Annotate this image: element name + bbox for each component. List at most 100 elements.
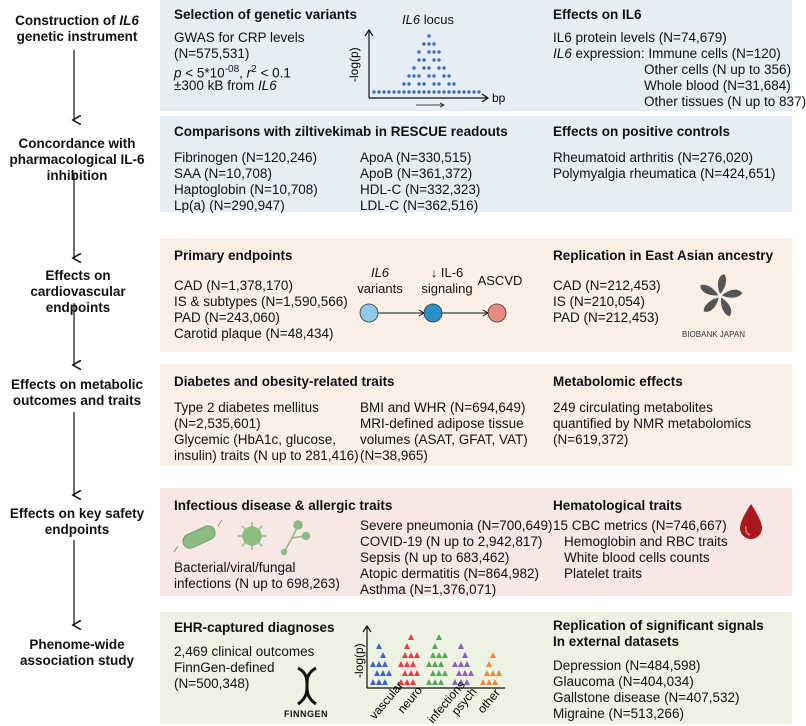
readout-item: LDL-C (N=362,516) bbox=[360, 198, 479, 213]
metabolic-item: insulin) traits (N up to 281,416) bbox=[174, 448, 359, 463]
phewas-triangle bbox=[468, 670, 474, 676]
il6-locus-title: IL6 locus bbox=[402, 12, 455, 27]
replication-item: IS (N=210,054) bbox=[553, 294, 645, 309]
pathway-diagram bbox=[359, 303, 507, 323]
panel-cardiovascular: Primary endpoints CAD (N=1,378,170) IS &… bbox=[160, 238, 792, 352]
category-other: other bbox=[475, 686, 503, 716]
locus-dot bbox=[377, 90, 381, 94]
phewas-triangle bbox=[432, 679, 438, 685]
panel-1-left-line: ±300 kB from IL6 bbox=[174, 78, 277, 93]
locus-dot bbox=[422, 82, 426, 86]
locus-dot bbox=[437, 50, 441, 54]
phewas-triangle bbox=[458, 679, 464, 685]
phewas-triangle bbox=[442, 670, 448, 676]
locus-dot bbox=[442, 66, 446, 70]
phewas-triangle bbox=[436, 652, 442, 658]
locus-dot bbox=[422, 58, 426, 62]
bp-axis-label: bp bbox=[492, 91, 506, 105]
locus-dot bbox=[427, 50, 431, 54]
external-item: Glaucoma (N=404,034) bbox=[553, 674, 694, 689]
panel-1-right-line: IL6 expression: Immune cells (N=120) bbox=[553, 46, 781, 61]
phewas-triangle bbox=[490, 670, 496, 676]
metabolomic-item: quantified by NMR metabolomics bbox=[553, 416, 752, 431]
locus-dot bbox=[442, 90, 446, 94]
hematology-item: 15 CBC metrics (N=746,667) bbox=[553, 518, 727, 533]
finngen-logo-text: FINNGEN bbox=[284, 709, 328, 719]
panel-6-left-title: EHR-captured diagnoses bbox=[174, 620, 335, 635]
locus-dot bbox=[477, 90, 481, 94]
phewas-triangle bbox=[438, 661, 444, 667]
biobank-japan-logo-text: BIOBANK JAPAN bbox=[682, 330, 745, 339]
phewas-triangle bbox=[462, 652, 468, 658]
locus-dot bbox=[442, 74, 446, 78]
metabolic-item: Glycemic (HbA1c, glucose, bbox=[174, 432, 337, 447]
locus-dot bbox=[422, 90, 426, 94]
phewas-triangle bbox=[380, 652, 386, 658]
endpoint-item: PAD (N=243,060) bbox=[174, 310, 280, 325]
safety-item: Asthma (N=1,376,071) bbox=[360, 582, 497, 597]
locus-dot bbox=[432, 58, 436, 62]
readout-item: ApoA (N=330,515) bbox=[360, 150, 472, 165]
locus-dot bbox=[452, 90, 456, 94]
external-item: Migraine (N=513,266) bbox=[553, 706, 684, 721]
phewas-triangle bbox=[464, 679, 470, 685]
phewas-triangle bbox=[410, 661, 416, 667]
panel-2-right-title: Effects on positive controls bbox=[553, 124, 731, 139]
locus-dot bbox=[417, 90, 421, 94]
locus-dot bbox=[437, 82, 441, 86]
phewas-triangle bbox=[404, 661, 410, 667]
panel-1-right-line: Whole blood (N=31,684) bbox=[644, 78, 791, 93]
infection-item: infections (N up to 698,263) bbox=[174, 576, 340, 591]
phewas-item: (N=500,348) bbox=[174, 676, 250, 691]
step-label-2: Concordance with pharmacological IL-6 in… bbox=[9, 136, 145, 183]
step-label-1: Construction of IL6 genetic instrument bbox=[15, 13, 139, 44]
locus-dot bbox=[472, 90, 476, 94]
pathway-ascvd: ASCVD bbox=[477, 273, 523, 288]
locus-dot bbox=[452, 82, 456, 86]
locus-dot bbox=[437, 90, 441, 94]
phewas-triangle bbox=[456, 670, 462, 676]
phewas-triangle bbox=[486, 679, 492, 685]
locus-dot bbox=[437, 66, 441, 70]
panel-4-right-title: Metabolomic effects bbox=[553, 374, 683, 389]
locus-dot bbox=[372, 90, 376, 94]
metabolomic-item: (N=619,372) bbox=[553, 432, 629, 447]
endpoint-item: Carotid plaque (N=48,434) bbox=[174, 326, 334, 341]
phewas-triangle bbox=[426, 661, 432, 667]
phewas-triangle bbox=[402, 652, 408, 658]
phewas-triangle bbox=[484, 670, 490, 676]
safety-item: Atopic dermatitis (N=864,982) bbox=[360, 566, 539, 581]
locus-dot bbox=[422, 42, 426, 46]
replication-item: PAD (N=212,453) bbox=[553, 310, 659, 325]
phewas-triangle bbox=[376, 643, 382, 649]
locus-dot bbox=[412, 66, 416, 70]
safety-item: Severe pneumonia (N=700,649) bbox=[360, 518, 553, 533]
locus-dot bbox=[432, 42, 436, 46]
step-label-3: Effects on cardiovascular endpoints bbox=[30, 268, 126, 315]
phewas-item: FinnGen-defined bbox=[174, 660, 275, 675]
panel-1-left-line: (N=575,531) bbox=[174, 46, 250, 61]
il6-locus-plot: -log(p) bp bbox=[347, 28, 506, 108]
locus-dot bbox=[392, 90, 396, 94]
metabolic-item: volumes (ASAT, GFAT, VAT) bbox=[360, 432, 528, 447]
phewas-triangle bbox=[382, 679, 388, 685]
panel-1-left-title: Selection of genetic variants bbox=[174, 7, 358, 22]
panel-4-left-title: Diabetes and obesity-related traits bbox=[174, 374, 395, 389]
phewas-triangle bbox=[414, 670, 420, 676]
phewas-triangle bbox=[370, 661, 376, 667]
locus-dot bbox=[447, 90, 451, 94]
phewas-triangle bbox=[380, 670, 386, 676]
readout-item: SAA (N=10,708) bbox=[174, 166, 272, 181]
locus-dot bbox=[412, 74, 416, 78]
phewas-ylabel: -log(p) bbox=[352, 643, 366, 678]
locus-dot bbox=[422, 66, 426, 70]
step-label-4: Effects on metabolic outcomes and traits bbox=[10, 377, 144, 408]
step-label-6: Phenome-wide association study bbox=[19, 637, 135, 668]
locus-dot bbox=[417, 50, 421, 54]
phewas-triangle bbox=[436, 670, 442, 676]
biobank-japan-logo-icon bbox=[700, 274, 743, 317]
metabolic-item: BMI and WHR (N=694,649) bbox=[360, 400, 526, 415]
panel-6-right-title: Replication of significant signals bbox=[553, 618, 764, 633]
panel-1-right-line: Other cells (N up to 356) bbox=[644, 62, 792, 77]
phewas-triangle bbox=[404, 679, 410, 685]
